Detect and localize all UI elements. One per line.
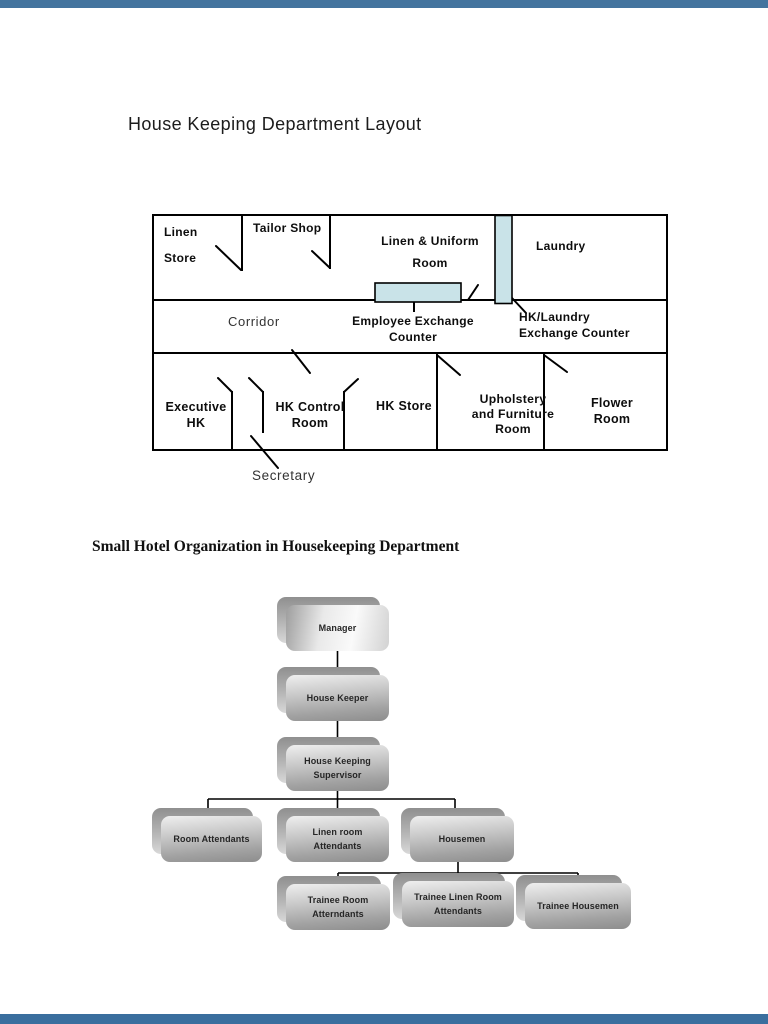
floor-plan-walls xyxy=(152,214,668,469)
label-executive-hk: Executive HK xyxy=(165,400,227,430)
top-page-edge-bar xyxy=(0,0,768,8)
label-tailor-shop: Tailor Shop xyxy=(253,221,322,235)
label-laundry: Laundry xyxy=(536,239,586,253)
label-hk-store: HK Store xyxy=(376,399,432,413)
door-secretary-room xyxy=(248,377,264,393)
label-hk-laundry-exchange-counter: HK/Laundry Exchange Counter xyxy=(519,310,630,340)
floor-plan-diagram: Linen Store Tailor Shop Linen & Uniform … xyxy=(152,214,668,506)
plan-outer-wall xyxy=(152,214,668,451)
door-tailor-shop xyxy=(311,250,331,269)
label-hk-control-room: HK Control Room xyxy=(275,400,345,430)
secretary-pointer-line xyxy=(250,435,279,469)
label-linen-uniform-room: Linen & Uniform Room xyxy=(381,234,479,270)
org-node-trainee-room-attendants: Trainee Room Atterndants xyxy=(277,876,390,930)
org-node-house-keeper: House Keeper xyxy=(277,667,389,721)
label-employee-exchange-counter: Employee Exchange Counter xyxy=(352,314,474,344)
bottom-page-edge-bar xyxy=(0,1014,768,1024)
hk-laundry-counter-shape xyxy=(494,214,513,305)
label-secretary: Secretary xyxy=(252,468,316,483)
employee-counter-shape xyxy=(374,282,462,303)
label-upholstery-furniture-room: Upholstery and Furniture Room xyxy=(471,392,555,436)
door-executive xyxy=(217,377,233,393)
door-flower xyxy=(543,354,568,373)
org-node-room-attendants: Room Attendants xyxy=(152,808,262,862)
org-node-manager: Manager xyxy=(277,597,389,651)
door-hk-store xyxy=(343,378,359,393)
door-linen-uniform xyxy=(467,284,479,301)
floor-plan-title: House Keeping Department Layout xyxy=(128,114,422,134)
org-node-housemen: Housemen xyxy=(401,808,514,862)
org-node-linen-room-attendants: Linen room Attendants xyxy=(277,808,389,862)
org-node-trainee-housemen: Trainee Housemen xyxy=(516,875,631,929)
org-node-housekeeping-supervisor: House Keeping Supervisor xyxy=(277,737,389,791)
org-node-trainee-linen-room-attendants: Trainee Linen Room Attendants xyxy=(393,873,514,927)
door-upholstery xyxy=(436,354,461,376)
door-corridor xyxy=(291,349,311,374)
label-flower-room: Flower Room xyxy=(590,396,634,426)
label-linen-store: Linen Store xyxy=(164,225,198,265)
hk-laundry-pointer-line xyxy=(511,297,527,314)
label-corridor: Corridor xyxy=(228,314,280,329)
org-chart-heading: Small Hotel Organization in Housekeeping… xyxy=(92,538,460,555)
door-linen-store xyxy=(215,245,242,271)
